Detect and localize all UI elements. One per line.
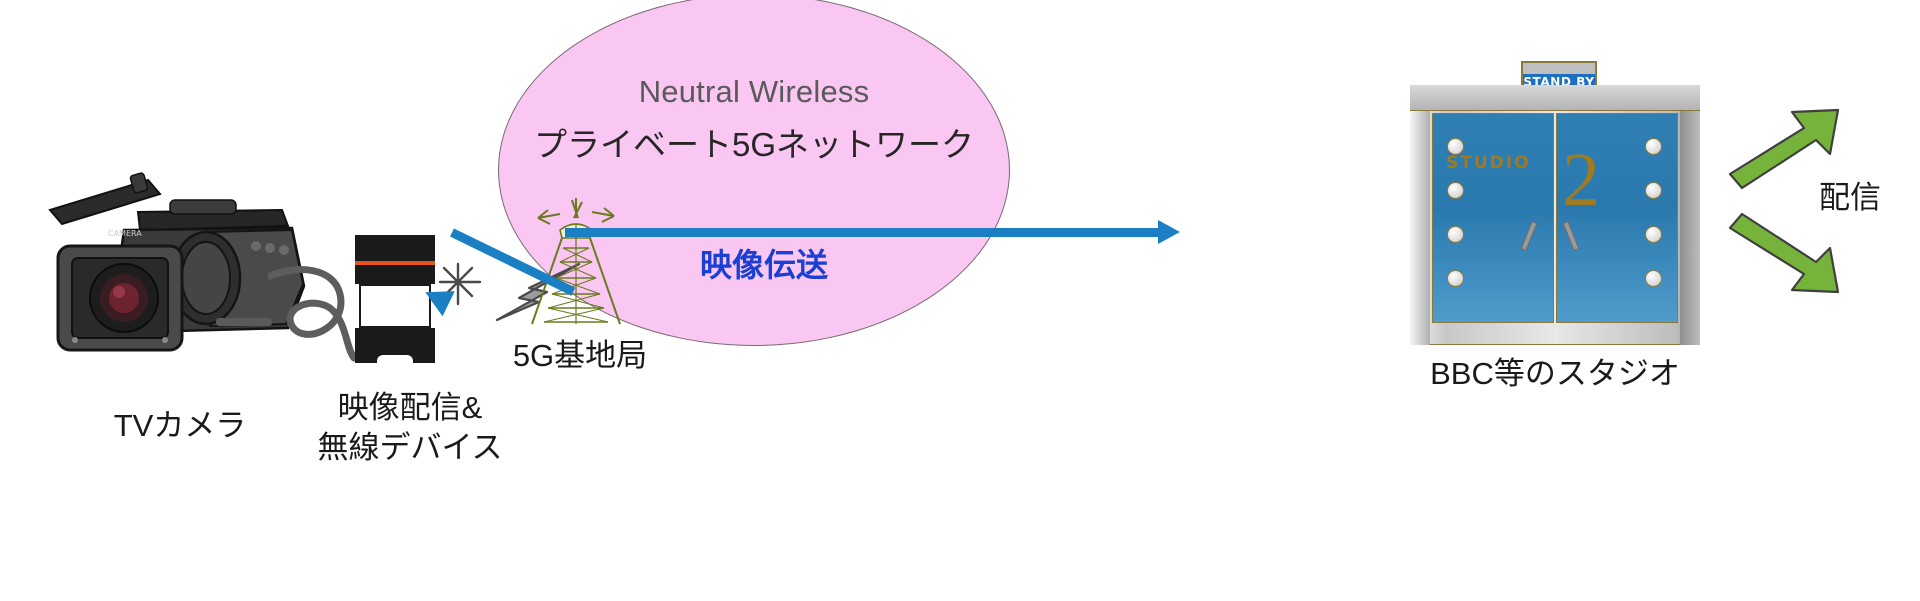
door-rivet — [1447, 226, 1464, 243]
door-lintel — [1410, 85, 1700, 111]
studio-number-label: 2 — [1562, 138, 1600, 222]
door-rivet — [1447, 270, 1464, 287]
wireless-device-label-line1: 映像配信& — [337, 390, 483, 425]
video-link-arrow-to-studio — [1158, 220, 1180, 244]
door-rivet — [1447, 138, 1464, 155]
studio-door-right[interactable] — [1556, 113, 1678, 323]
video-link-horizontal-segment — [565, 228, 1165, 237]
device-accent-stripe — [355, 261, 435, 265]
wireless-signal-bolt-icon — [455, 258, 585, 343]
studio-label: BBC等のスタジオ — [1430, 356, 1680, 391]
door-rivet — [1447, 182, 1464, 199]
video-transmission-label: 映像伝送 — [700, 247, 829, 283]
distribution-arrows-icon — [1726, 100, 1876, 315]
wireless-device-label: 映像配信& 無線デバイス — [290, 388, 530, 467]
svg-text:CAMERA: CAMERA — [108, 229, 142, 238]
door-rivet — [1645, 182, 1662, 199]
door-rivet — [1645, 226, 1662, 243]
door-rivet — [1645, 270, 1662, 287]
5g-base-station-icon — [516, 196, 636, 331]
tv-camera-icon: CAMERA — [20, 168, 310, 368]
camera-cable — [266, 262, 368, 377]
distribution-label: 配信 — [1819, 180, 1881, 215]
studio-word-label: STUDIO — [1446, 153, 1531, 173]
device-top-panel — [355, 235, 435, 261]
door-jamb-right — [1680, 85, 1700, 345]
antenna-spark-icon — [438, 262, 488, 315]
device-notch — [377, 355, 413, 364]
device-screen — [359, 284, 431, 328]
studio-door-icon: STUDIO 2 — [1410, 85, 1700, 345]
base-station-label: 5G基地局 — [512, 338, 648, 373]
tv-camera-label: TVカメラ — [113, 408, 247, 443]
device-mid-panel — [355, 265, 435, 284]
door-jamb-left — [1410, 85, 1430, 345]
door-rivet — [1645, 138, 1662, 155]
studio-door-left[interactable] — [1432, 113, 1554, 323]
cloud-title: Neutral Wireless — [638, 74, 870, 109]
cloud-subtitle: プライベート5Gネットワーク — [533, 126, 975, 163]
wireless-device-icon — [355, 235, 435, 364]
wireless-device-label-line2: 無線デバイス — [317, 429, 503, 465]
